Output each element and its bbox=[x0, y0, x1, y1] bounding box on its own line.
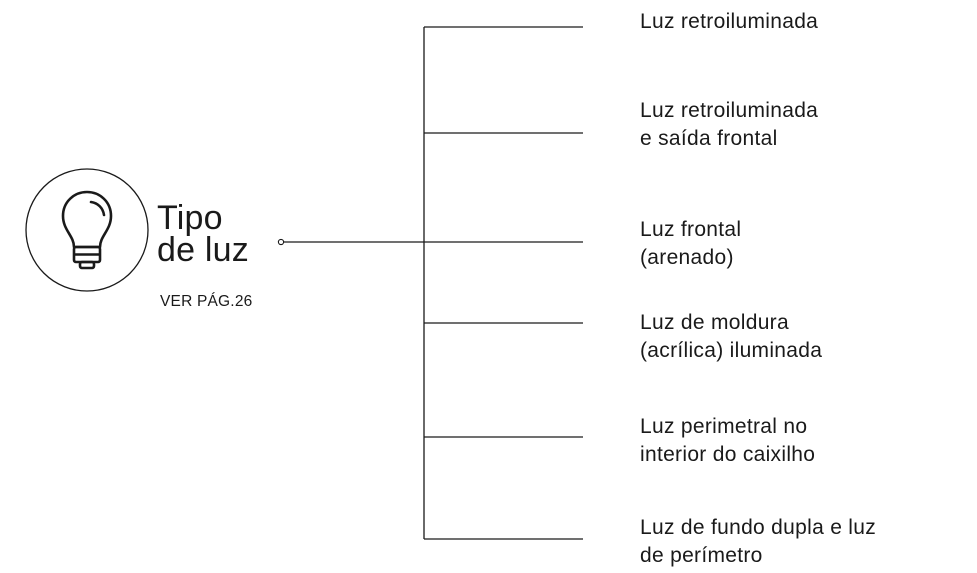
branch-label-line: Luz retroiluminada bbox=[640, 10, 819, 33]
main-title-line-2: de luz bbox=[157, 231, 249, 269]
branch-label-1: Luz retroiluminada bbox=[640, 8, 975, 36]
branch-label-line: de perímetro bbox=[640, 544, 763, 567]
branch-label-line: Luz frontal bbox=[640, 218, 742, 241]
branch-label-6: Luz de fundo dupla e luz de perímetro bbox=[640, 514, 975, 570]
page-reference: VER PÁG.26 bbox=[160, 293, 253, 310]
branch-label-line: Luz perimetral no bbox=[640, 415, 808, 438]
branch-label-line: Luz de fundo dupla e luz bbox=[640, 516, 877, 539]
branch-label-line: (acrílica) iluminada bbox=[640, 339, 823, 362]
branch-label-line: e saída frontal bbox=[640, 127, 778, 150]
branch-label-line: Luz retroiluminada bbox=[640, 99, 819, 122]
branch-label-2: Luz retroiluminada e saída frontal bbox=[640, 97, 975, 153]
main-title-line-1: Tipo bbox=[157, 199, 223, 237]
branch-label-line: interior do caixilho bbox=[640, 443, 816, 466]
branch-label-3: Luz frontal (arenado) bbox=[640, 216, 975, 272]
branch-label-line: Luz de moldura bbox=[640, 311, 789, 334]
branch-label-5: Luz perimetral no interior do caixilho bbox=[640, 413, 975, 469]
branch-label-line: (arenado) bbox=[640, 246, 734, 269]
branch-label-4: Luz de moldura (acrílica) iluminada bbox=[640, 309, 975, 365]
trunk-endpoint-dot bbox=[277, 238, 285, 246]
light-bulb-icon bbox=[25, 168, 149, 292]
